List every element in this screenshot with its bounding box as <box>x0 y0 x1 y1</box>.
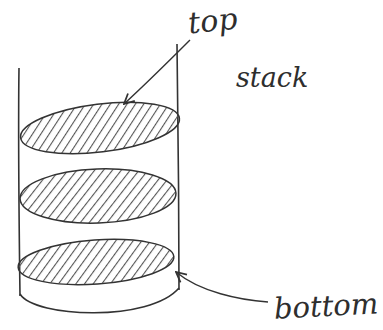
plate <box>18 94 183 161</box>
tube-bottom <box>20 288 179 313</box>
sketch-label: bottom <box>273 289 379 323</box>
sketch-label: top <box>187 4 239 39</box>
tube-wall <box>177 44 179 290</box>
leader-arrow <box>124 40 190 104</box>
leader-arrow <box>176 272 268 302</box>
plate <box>17 235 176 290</box>
sketch-label: stack <box>236 64 308 91</box>
plate <box>19 166 177 225</box>
